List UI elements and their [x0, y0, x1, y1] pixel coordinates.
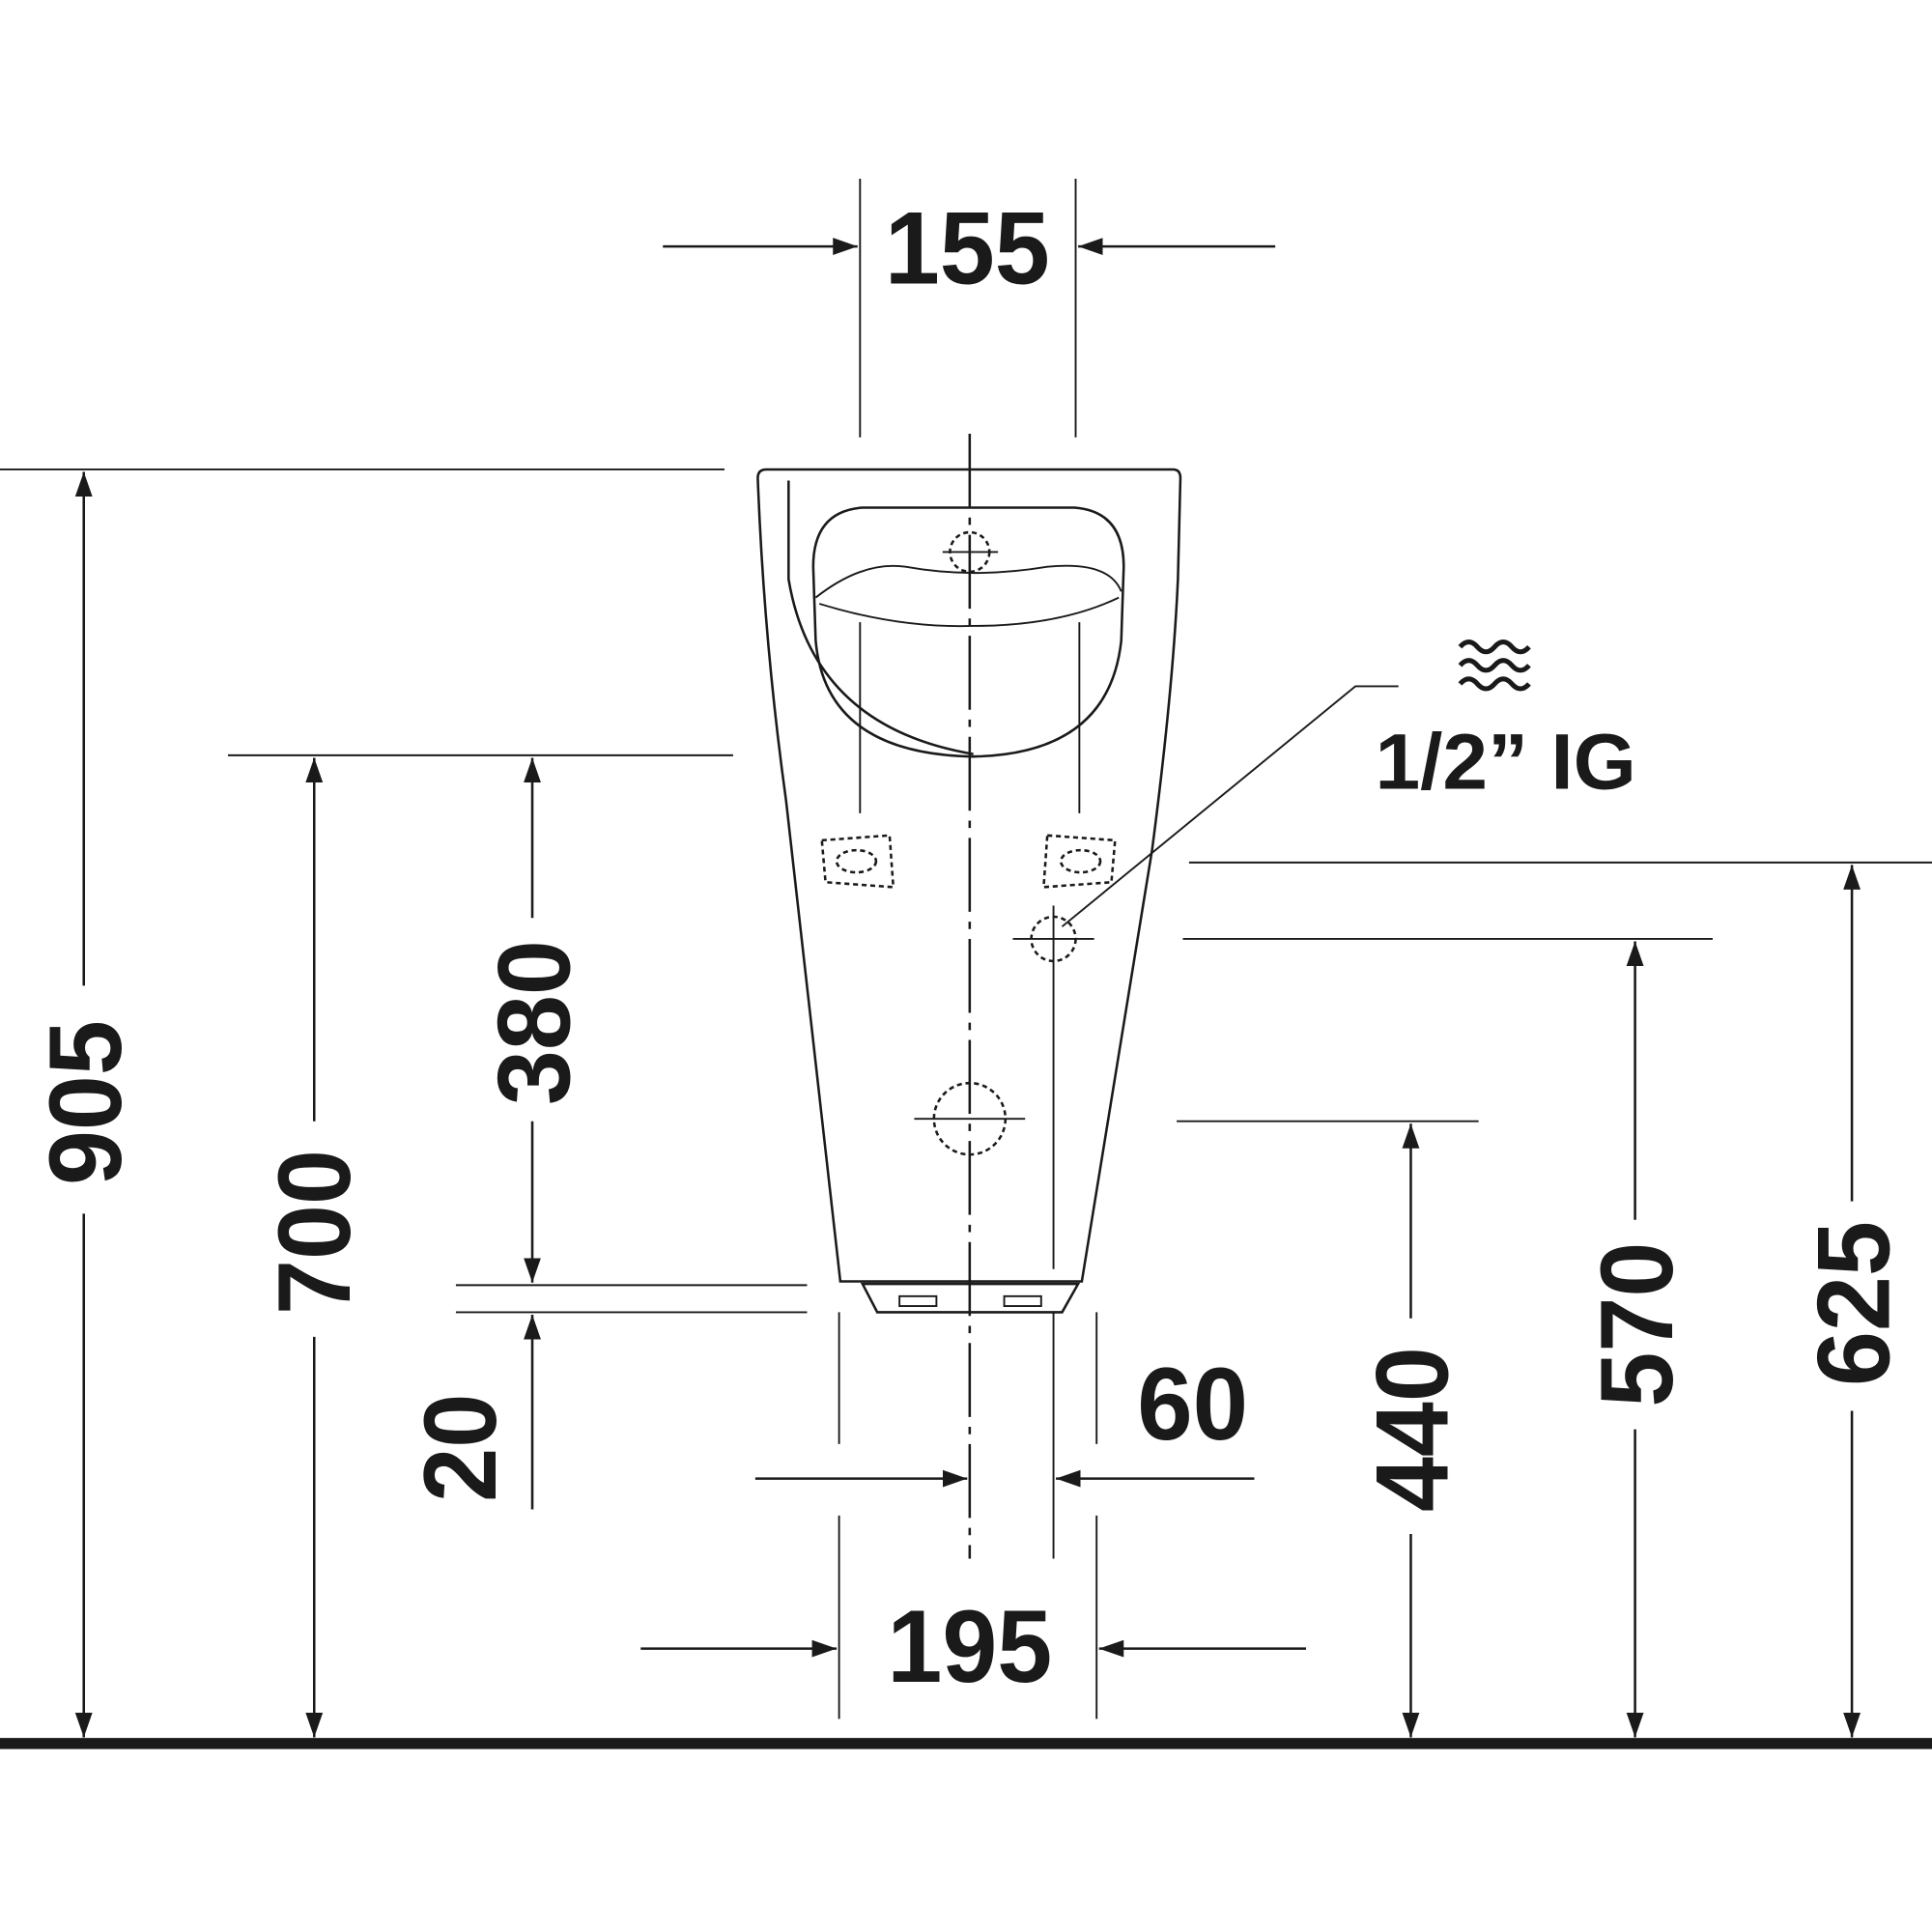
dimension-20: 20: [402, 1284, 808, 1510]
mounting-pad-left: [820, 834, 895, 889]
dimension-label: 570: [1578, 1242, 1694, 1407]
dimension-380: 380: [475, 757, 591, 1283]
dimension-label: 700: [256, 1150, 372, 1315]
dimension-label: 380: [475, 940, 591, 1105]
dimension-label: 625: [1795, 1221, 1911, 1386]
dimension-label: 905: [27, 1020, 143, 1185]
dimension-195: 195: [640, 1312, 1307, 1719]
dimension-60: 60: [754, 1346, 1255, 1488]
dimension-155: 155: [663, 178, 1276, 438]
water-waves-icon: [1458, 639, 1531, 692]
dimension-625: 625: [1188, 861, 1932, 1738]
water-inlet-label: 1/2” IG: [1375, 718, 1635, 806]
dimension-440: 440: [1177, 1120, 1479, 1738]
dimension-label: 155: [885, 189, 1050, 305]
dimension-905: 905: [0, 469, 724, 1738]
mounting-pad-right: [1041, 834, 1117, 889]
urinal-outline: [756, 468, 1182, 1314]
dimension-700: 700: [227, 753, 733, 1738]
dimension-label: 20: [402, 1394, 518, 1502]
dimension-label: 195: [887, 1588, 1052, 1704]
dimension-label: 60: [1137, 1346, 1248, 1462]
dimension-label: 440: [1354, 1347, 1470, 1512]
water-inlet-callout: 1/2” IG: [1061, 639, 1636, 927]
dimension-570: 570: [1182, 937, 1713, 1738]
